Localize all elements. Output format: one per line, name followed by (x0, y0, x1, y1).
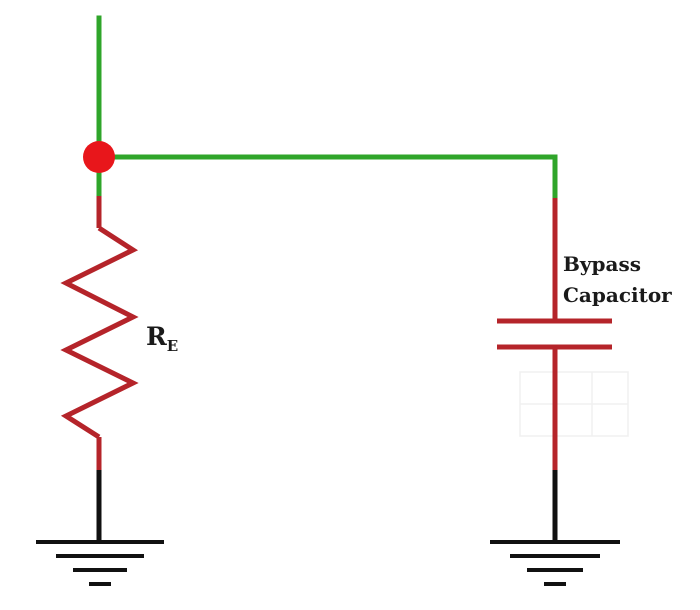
resistor-label: RE (146, 322, 178, 355)
junction-dot (83, 141, 115, 173)
background-grid (519, 371, 629, 437)
ground-symbol-left (36, 540, 164, 586)
resistor-zigzag (60, 225, 139, 440)
node-wiring (96, 15, 558, 201)
bypass-capacitor: Bypass Capacitor (497, 198, 672, 470)
bypass-branch-wire (96, 154, 558, 201)
capacitor-label-line2: Capacitor (563, 283, 672, 307)
ground-symbol-right (490, 540, 620, 586)
resistor-re: RE (60, 196, 178, 470)
capacitor-label-line1: Bypass (563, 252, 641, 276)
ground-leads (96, 470, 558, 540)
